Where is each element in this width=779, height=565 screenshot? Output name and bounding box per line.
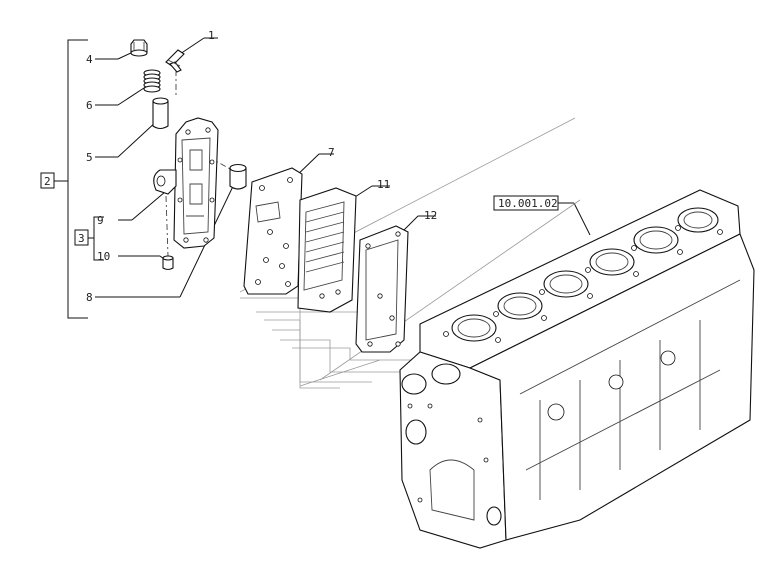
gasket-part-12 <box>355 225 409 353</box>
callout-7: 7 <box>328 146 335 159</box>
callout-10: 10 <box>97 250 110 263</box>
group-label-3: 3 <box>78 232 85 245</box>
engine-block <box>399 189 755 549</box>
callout-12: 12 <box>424 209 437 222</box>
callout-8: 8 <box>86 291 93 304</box>
cooler-core-part-11 <box>297 187 357 313</box>
group-bracket-2: 2 <box>40 39 88 319</box>
filter-head-part-9 <box>153 117 219 249</box>
callout-11: 11 <box>377 178 390 191</box>
fitting-part-8 <box>229 163 247 190</box>
callout-4: 4 <box>86 53 93 66</box>
gasket-part-7 <box>243 167 303 295</box>
spring-part-6 <box>143 69 161 93</box>
reference-label: 10.001.02 <box>498 197 558 210</box>
callout-9: 9 <box>97 214 104 227</box>
callout-5: 5 <box>86 151 93 164</box>
callout-1: 1 <box>208 29 215 42</box>
group-bracket-3: 3 <box>74 216 104 261</box>
reference-box <box>493 195 559 211</box>
plug-part-4 <box>130 39 148 57</box>
group-label-2: 2 <box>44 175 51 188</box>
callout-6: 6 <box>86 99 93 112</box>
group-label-box-2 <box>40 172 55 189</box>
group-label-box-3 <box>74 229 89 246</box>
bolt-part-1 <box>165 49 185 73</box>
callout-labels: 4 6 5 9 10 8 1 7 11 12 10.001.02 <box>86 29 559 304</box>
plug-part-10 <box>162 255 174 271</box>
valve-part-5 <box>152 97 169 130</box>
